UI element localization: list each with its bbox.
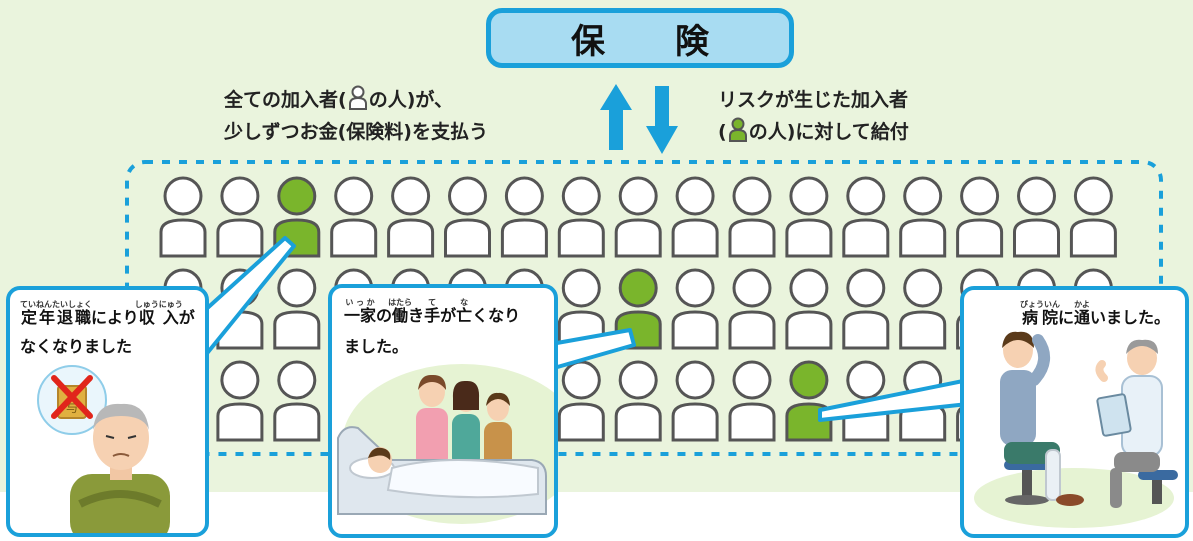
retirement-text-line1: 定年退職ていねんたいしょくにより収入しゅうにゅうが [20, 300, 195, 327]
person-green-icon [728, 117, 747, 142]
title-text: 保 険 [571, 21, 727, 62]
person-outline-icon [330, 176, 378, 258]
person-outline-icon [842, 360, 890, 442]
person-outline-icon [500, 176, 548, 258]
right-caption-line2: (の人)に対して給付 [718, 116, 909, 148]
person-outline-icon [614, 360, 662, 442]
person-outline-icon [671, 360, 719, 442]
person-outline-icon [1013, 176, 1060, 258]
right-caption-line1: リスクが生じた加入者 [718, 89, 909, 111]
person-outline-icon [557, 360, 605, 442]
hospital-panel: 病院びょういんに通かよいました。 [960, 286, 1189, 538]
person-outline-icon [159, 176, 207, 258]
person-outline-icon [614, 176, 662, 258]
right-caption: リスクが生じた加入者 (の人)に対して給付 [718, 84, 909, 148]
person-outline-icon [273, 360, 321, 442]
person-outline-icon [671, 176, 719, 258]
left-caption-line1: 全ての加入者(の人)が、 [224, 84, 488, 116]
person-outline-icon [387, 176, 435, 258]
person-outline-icon [557, 176, 605, 258]
person-outline-icon [899, 360, 947, 442]
person-outline-icon [671, 268, 719, 350]
arrow-down-icon [646, 86, 678, 154]
person-outline-icon [899, 176, 947, 258]
person-outline-icon [728, 268, 776, 350]
person-outline-icon [728, 176, 776, 258]
arrow-up-icon [600, 84, 632, 150]
payment-arrows [600, 84, 678, 154]
person-outline-icon [842, 176, 890, 258]
family-text-line2: ました。 [344, 337, 409, 356]
hospital-text-line1: 病院びょういんに通かよいました。 [1020, 300, 1171, 327]
person-outline-icon [728, 360, 776, 442]
person-outline-icon [216, 176, 264, 258]
person-outline-icon [785, 268, 833, 350]
person-green-icon [785, 360, 833, 442]
person-green-icon [614, 268, 662, 350]
person-outline-icon [216, 360, 264, 442]
person-outline-icon [444, 176, 491, 258]
family-text-line1: 一家いっかの働はたらき手てが亡なくなり [344, 298, 521, 325]
title-box: 保 険 [486, 8, 794, 68]
retirement-text-line2: なくなりました [20, 337, 133, 356]
person-outline-icon [899, 268, 947, 350]
retired-man-illustration: 与 [37, 365, 170, 533]
person-outline-icon [216, 268, 264, 350]
family-panel: 一家いっかの働はたらき手てが亡なくなり ました。 [328, 284, 558, 538]
person-outline-icon [557, 268, 605, 350]
person-outline-icon [1069, 176, 1117, 258]
person-outline-icon [273, 268, 321, 350]
person-outline-icon [785, 176, 833, 258]
cross-mark-icon [51, 375, 93, 419]
left-caption: 全ての加入者(の人)が、 少しずつお金(保険料)を支払う [224, 84, 488, 148]
retirement-panel: 定年退職ていねんたいしょくにより収入しゅうにゅうが なくなりました 与 [6, 286, 209, 537]
hospital-illustration [974, 331, 1178, 528]
person-outline-icon [956, 176, 1004, 258]
person-outline-icon [842, 268, 890, 350]
person-outline-icon [348, 85, 367, 110]
person-green-icon [273, 176, 321, 258]
left-caption-line2: 少しずつお金(保険料)を支払う [224, 121, 488, 143]
family-illustration [337, 364, 554, 524]
